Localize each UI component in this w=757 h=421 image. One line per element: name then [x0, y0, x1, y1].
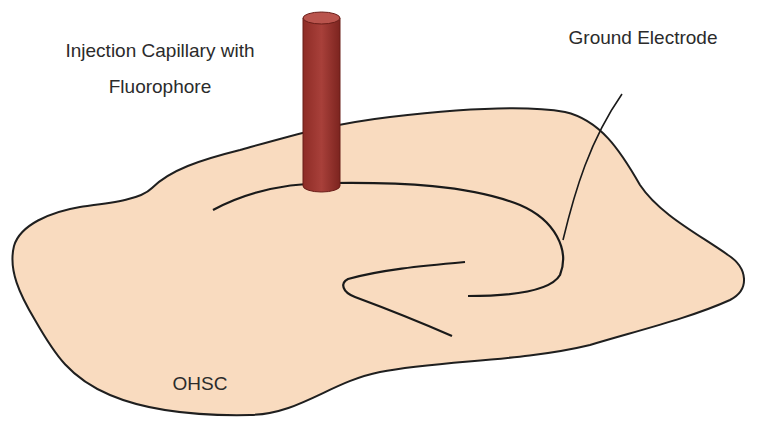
- ohsc-slice: [12, 108, 744, 415]
- injection-capillary: [303, 12, 340, 192]
- hippocampus-curve: [213, 183, 563, 296]
- dentate-gyrus-curve: [343, 262, 465, 336]
- electrode-label: Ground Electrode: [548, 20, 738, 56]
- leader-line: [563, 94, 622, 240]
- slice-label: OHSC: [160, 366, 240, 402]
- capillary-label: Injection Capillary with Fluorophore: [60, 33, 260, 105]
